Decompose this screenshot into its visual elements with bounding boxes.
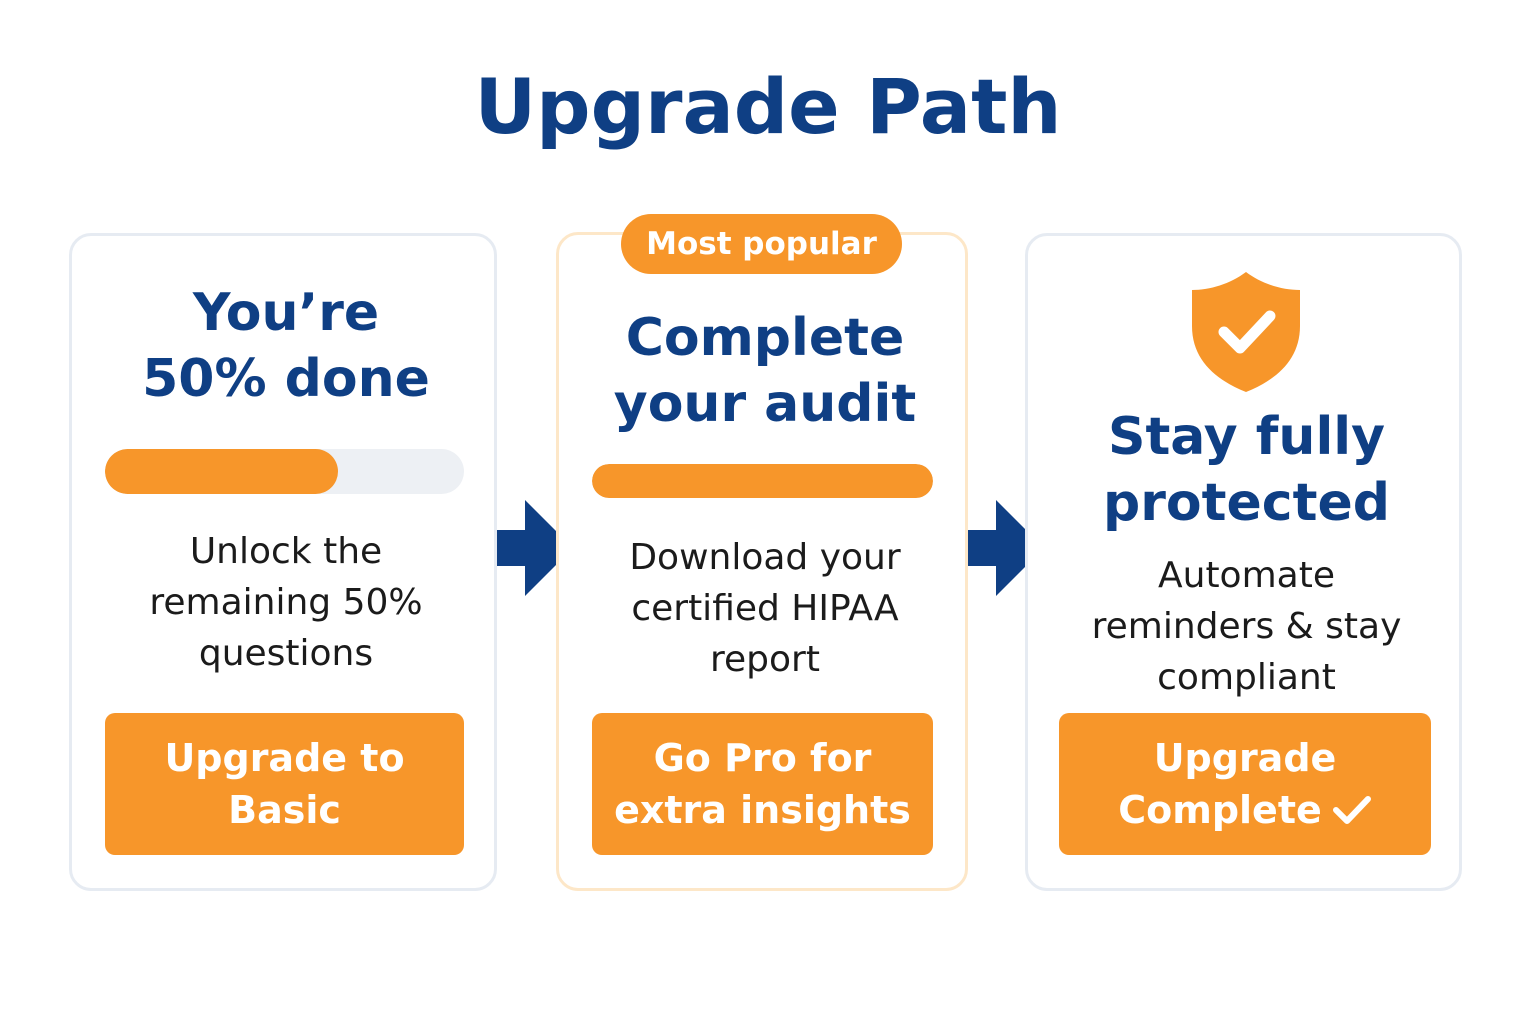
progress-bar [592,464,933,498]
arrow-right-icon [497,500,573,596]
button-label-line: Upgrade to [164,736,405,780]
card-description-line: report [710,639,820,680]
card-heading-line: protected [1103,473,1390,533]
plan-card-pro: Complete your audit Download your certif… [556,232,968,891]
button-label-line: Complete [1118,788,1322,832]
card-heading: Complete your audit [559,305,971,437]
button-label-line: Upgrade [1153,736,1337,780]
card-heading-line: 50% done [142,349,430,409]
card-description-line: Download your [629,537,901,578]
card-description: Download your certified HIPAA report [559,532,971,685]
card-heading-line: your audit [613,374,917,434]
card-heading-line: You’re [192,283,380,343]
progress-bar [105,449,464,494]
button-label-line: extra insights [614,788,911,832]
upgrade-complete-button[interactable]: Upgrade Complete [1059,713,1431,855]
card-heading-line: Complete [625,308,905,368]
plan-card-complete: Stay fully protected Automate reminders … [1025,233,1462,891]
progress-bar-fill [105,449,339,494]
page-title: Upgrade Path [474,62,1062,151]
button-label-line: Go Pro for [653,736,872,780]
card-description-line: certified HIPAA [631,588,899,629]
progress-bar-fill [592,464,933,498]
card-description: Unlock the remaining 50% questions [72,526,500,679]
plan-card-basic: You’re 50% done Unlock the remaining 50%… [69,233,497,891]
shield-check-icon [1192,272,1300,392]
upgrade-to-basic-button[interactable]: Upgrade to Basic [105,713,464,855]
card-heading-line: Stay fully [1108,407,1385,467]
card-description: Automate reminders & stay compliant [1028,550,1465,703]
card-heading: You’re 50% done [72,280,500,412]
card-description-line: Automate [1158,555,1335,596]
arrow-right-icon [968,500,1044,596]
card-description-line: reminders & stay [1091,606,1402,647]
card-description-line: Unlock the [189,531,383,572]
most-popular-badge: Most popular [621,214,902,274]
go-pro-button[interactable]: Go Pro for extra insights [592,713,933,855]
card-description-line: compliant [1157,657,1336,698]
checkmark-icon [1332,795,1371,824]
card-description-line: remaining 50% [149,582,423,623]
button-label-line: Basic [228,788,341,832]
card-heading: Stay fully protected [1028,404,1465,536]
card-description-line: questions [198,633,374,674]
